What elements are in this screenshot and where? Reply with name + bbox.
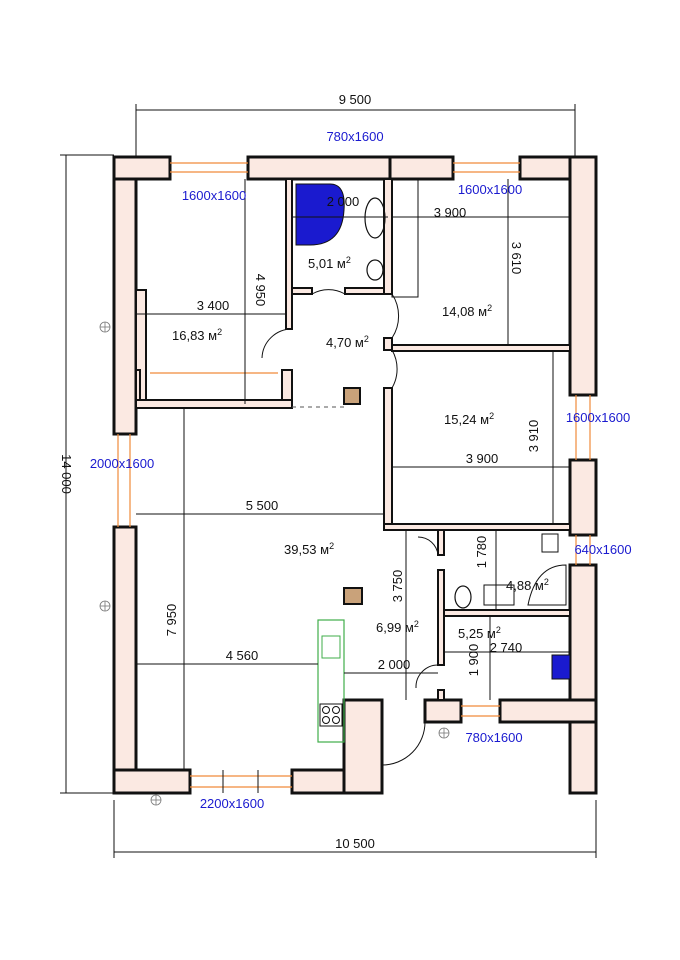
bedroom1-area: 16,83 м2 bbox=[172, 327, 222, 343]
living-width-label: 5 500 bbox=[246, 498, 279, 513]
living-area: 39,53 м2 bbox=[284, 541, 334, 557]
kitchen-sink-icon bbox=[321, 635, 341, 659]
hall-area: 6,99 м2 bbox=[376, 619, 419, 635]
left-height-label: 14 000 bbox=[59, 454, 74, 494]
hall-height-label: 3 750 bbox=[390, 570, 405, 603]
wc-height-label: 1 780 bbox=[474, 536, 489, 569]
boiler-icon bbox=[551, 654, 571, 680]
wc-area: 4,88 м2 bbox=[506, 577, 549, 593]
boiler-height-label: 1 900 bbox=[466, 644, 481, 677]
kitchen-width-label: 4 560 bbox=[226, 648, 259, 663]
kitchen-counter bbox=[317, 619, 345, 743]
fridge-icon bbox=[541, 533, 559, 553]
window-right-small: 640x1600 bbox=[574, 542, 631, 557]
bedroom3-width-label: 3 900 bbox=[466, 451, 499, 466]
window-bottom-right: 780x1600 bbox=[465, 730, 522, 745]
window-top-center: 780x1600 bbox=[326, 129, 383, 144]
window-right-mid: 1600x1600 bbox=[566, 410, 630, 425]
shower-icon bbox=[527, 564, 567, 606]
window-left: 2000x1600 bbox=[90, 456, 154, 471]
fixtures bbox=[99, 178, 571, 806]
compass-icon bbox=[99, 321, 450, 806]
bedroom3-height-label: 3 910 bbox=[526, 420, 541, 453]
boiler-area: 5,25 м2 bbox=[458, 625, 501, 641]
living-height-label: 7 950 bbox=[164, 604, 179, 637]
toilet-icon bbox=[454, 585, 472, 609]
window-bottom-left: 2200x1600 bbox=[200, 796, 264, 811]
washer-icon bbox=[483, 584, 515, 606]
window-openings bbox=[117, 162, 591, 793]
dimension-labels: 9 500 10 500 14 000 4 950 3 400 2 000 3 … bbox=[59, 92, 541, 851]
doors bbox=[261, 289, 439, 766]
bottom-width-label: 10 500 bbox=[335, 836, 375, 851]
window-bedroom2: 1600x1600 bbox=[458, 182, 522, 197]
top-width-label: 9 500 bbox=[339, 92, 372, 107]
hall-width-label: 2 000 bbox=[378, 657, 411, 672]
area-labels: 16,83 м2 5,01 м2 4,70 м2 14,08 м2 15,24 … bbox=[172, 255, 549, 641]
interior-walls bbox=[135, 178, 571, 701]
stove-icon bbox=[319, 703, 343, 727]
bathtub-icon bbox=[295, 183, 345, 246]
bedroom3-area: 15,24 м2 bbox=[444, 411, 494, 427]
toilet-icon bbox=[366, 259, 384, 281]
bath-area: 5,01 м2 bbox=[308, 255, 351, 271]
bedroom1-height-label: 4 950 bbox=[253, 274, 268, 307]
corridor-area: 4,70 м2 bbox=[326, 334, 369, 350]
bedroom1-width-label: 3 400 bbox=[197, 298, 230, 313]
window-bedroom1: 1600x1600 bbox=[182, 188, 246, 203]
bedroom2-width-label: 3 900 bbox=[434, 205, 467, 220]
bedroom2-height-label: 3 610 bbox=[509, 242, 524, 275]
boiler-width-label: 2 740 bbox=[490, 640, 523, 655]
sink-icon bbox=[364, 197, 386, 239]
bath-width-label: 2 000 bbox=[327, 194, 360, 209]
dimension-lines bbox=[60, 104, 597, 858]
window-labels: 780x1600 1600x1600 1600x1600 1600x1600 2… bbox=[90, 129, 632, 811]
room-dimension-lines bbox=[136, 179, 570, 770]
wardrobe-icon bbox=[391, 178, 419, 298]
bedroom2-area: 14,08 м2 bbox=[442, 303, 492, 319]
